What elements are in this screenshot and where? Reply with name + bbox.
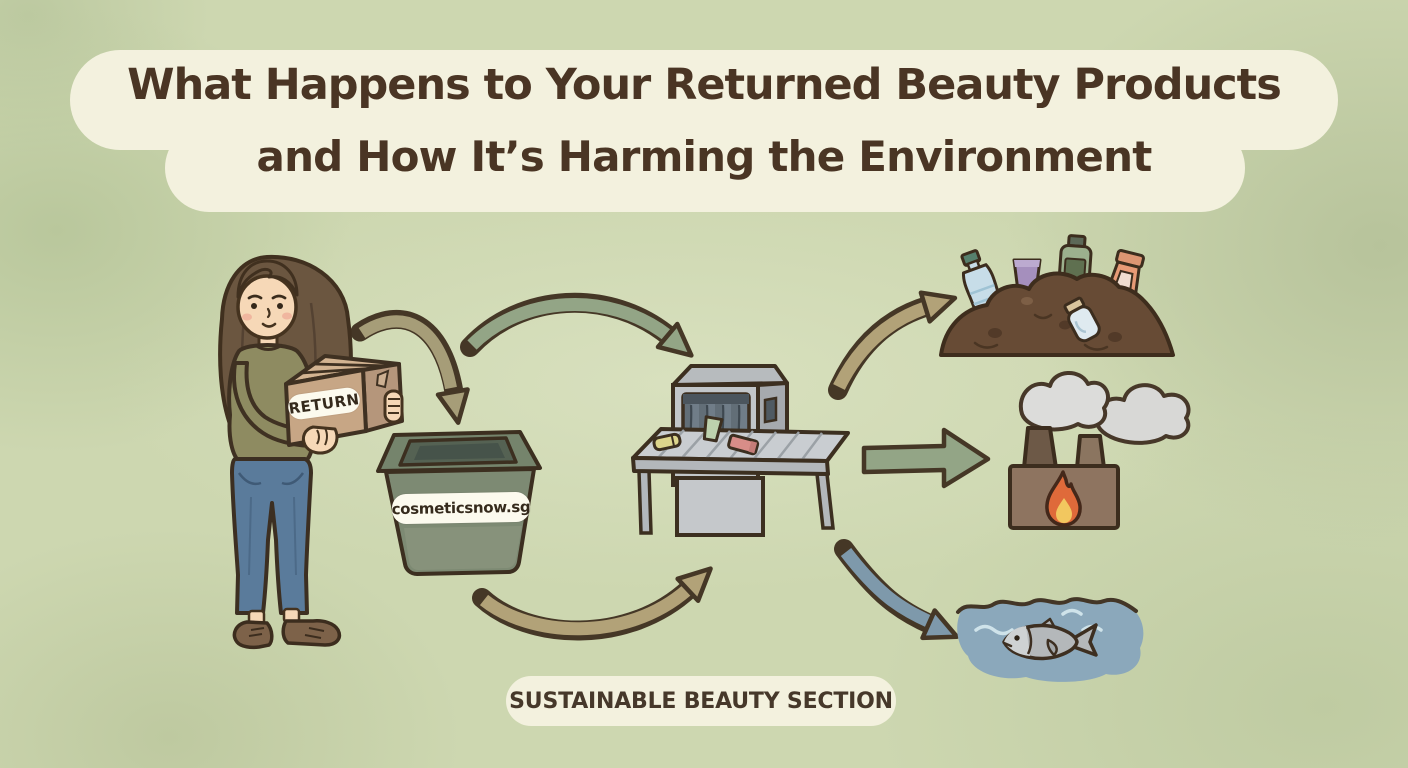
chimney-left: [1022, 426, 1058, 470]
arrow-machine-to-water: [834, 539, 960, 641]
landfill-trash-pile: [939, 234, 1175, 357]
woman-face: [236, 259, 299, 340]
sorting-conveyor-machine: [631, 364, 850, 537]
bin-body-sheen: [404, 526, 522, 570]
title-banner-shape-bottom: [165, 124, 1245, 212]
polluted-water-with-fish: [956, 597, 1144, 682]
conveyor-items: [652, 415, 760, 456]
bin-label: cosmeticsnow.sg: [391, 491, 531, 525]
arrow-machine-to-incinerator: [861, 427, 991, 489]
woman-left-hand: [301, 425, 339, 455]
arrow-bin-to-machine-bottom: [472, 566, 713, 641]
fire-icon: [1045, 470, 1082, 527]
landfill-small-jar: [1063, 296, 1101, 343]
page-title-line1: What Happens to Your Returned Beauty Pro…: [127, 60, 1282, 110]
arrow-bin-to-machine-top: [460, 292, 694, 358]
arrow-machine-to-landfill: [828, 290, 958, 400]
smoke-clouds: [1018, 371, 1191, 445]
chimney-right: [1075, 434, 1106, 470]
water-surface-line: [956, 597, 1138, 614]
arrow-box-to-bin: [350, 309, 470, 425]
incinerator-with-smoke: [1008, 371, 1191, 530]
woman-jeans: [230, 457, 313, 615]
title-banner: What Happens to Your Returned Beauty Pro…: [70, 46, 1338, 214]
woman-shoes: [232, 607, 342, 650]
page-title-line2: and How It’s Harming the Environment: [256, 132, 1153, 181]
footer-banner-text: SUSTAINABLE BEAUTY SECTION: [509, 688, 893, 714]
dirt-texture: [973, 297, 1122, 351]
machine-base: [675, 476, 765, 537]
fish-icon: [1002, 617, 1098, 661]
footer-banner: SUSTAINABLE BEAUTY SECTION: [506, 676, 896, 726]
woman-right-hand: [383, 389, 404, 424]
woman-holding-return-box: [218, 254, 404, 650]
bin-label-text: cosmeticsnow.sg: [391, 497, 531, 519]
bin-opening-shadow: [414, 443, 505, 460]
